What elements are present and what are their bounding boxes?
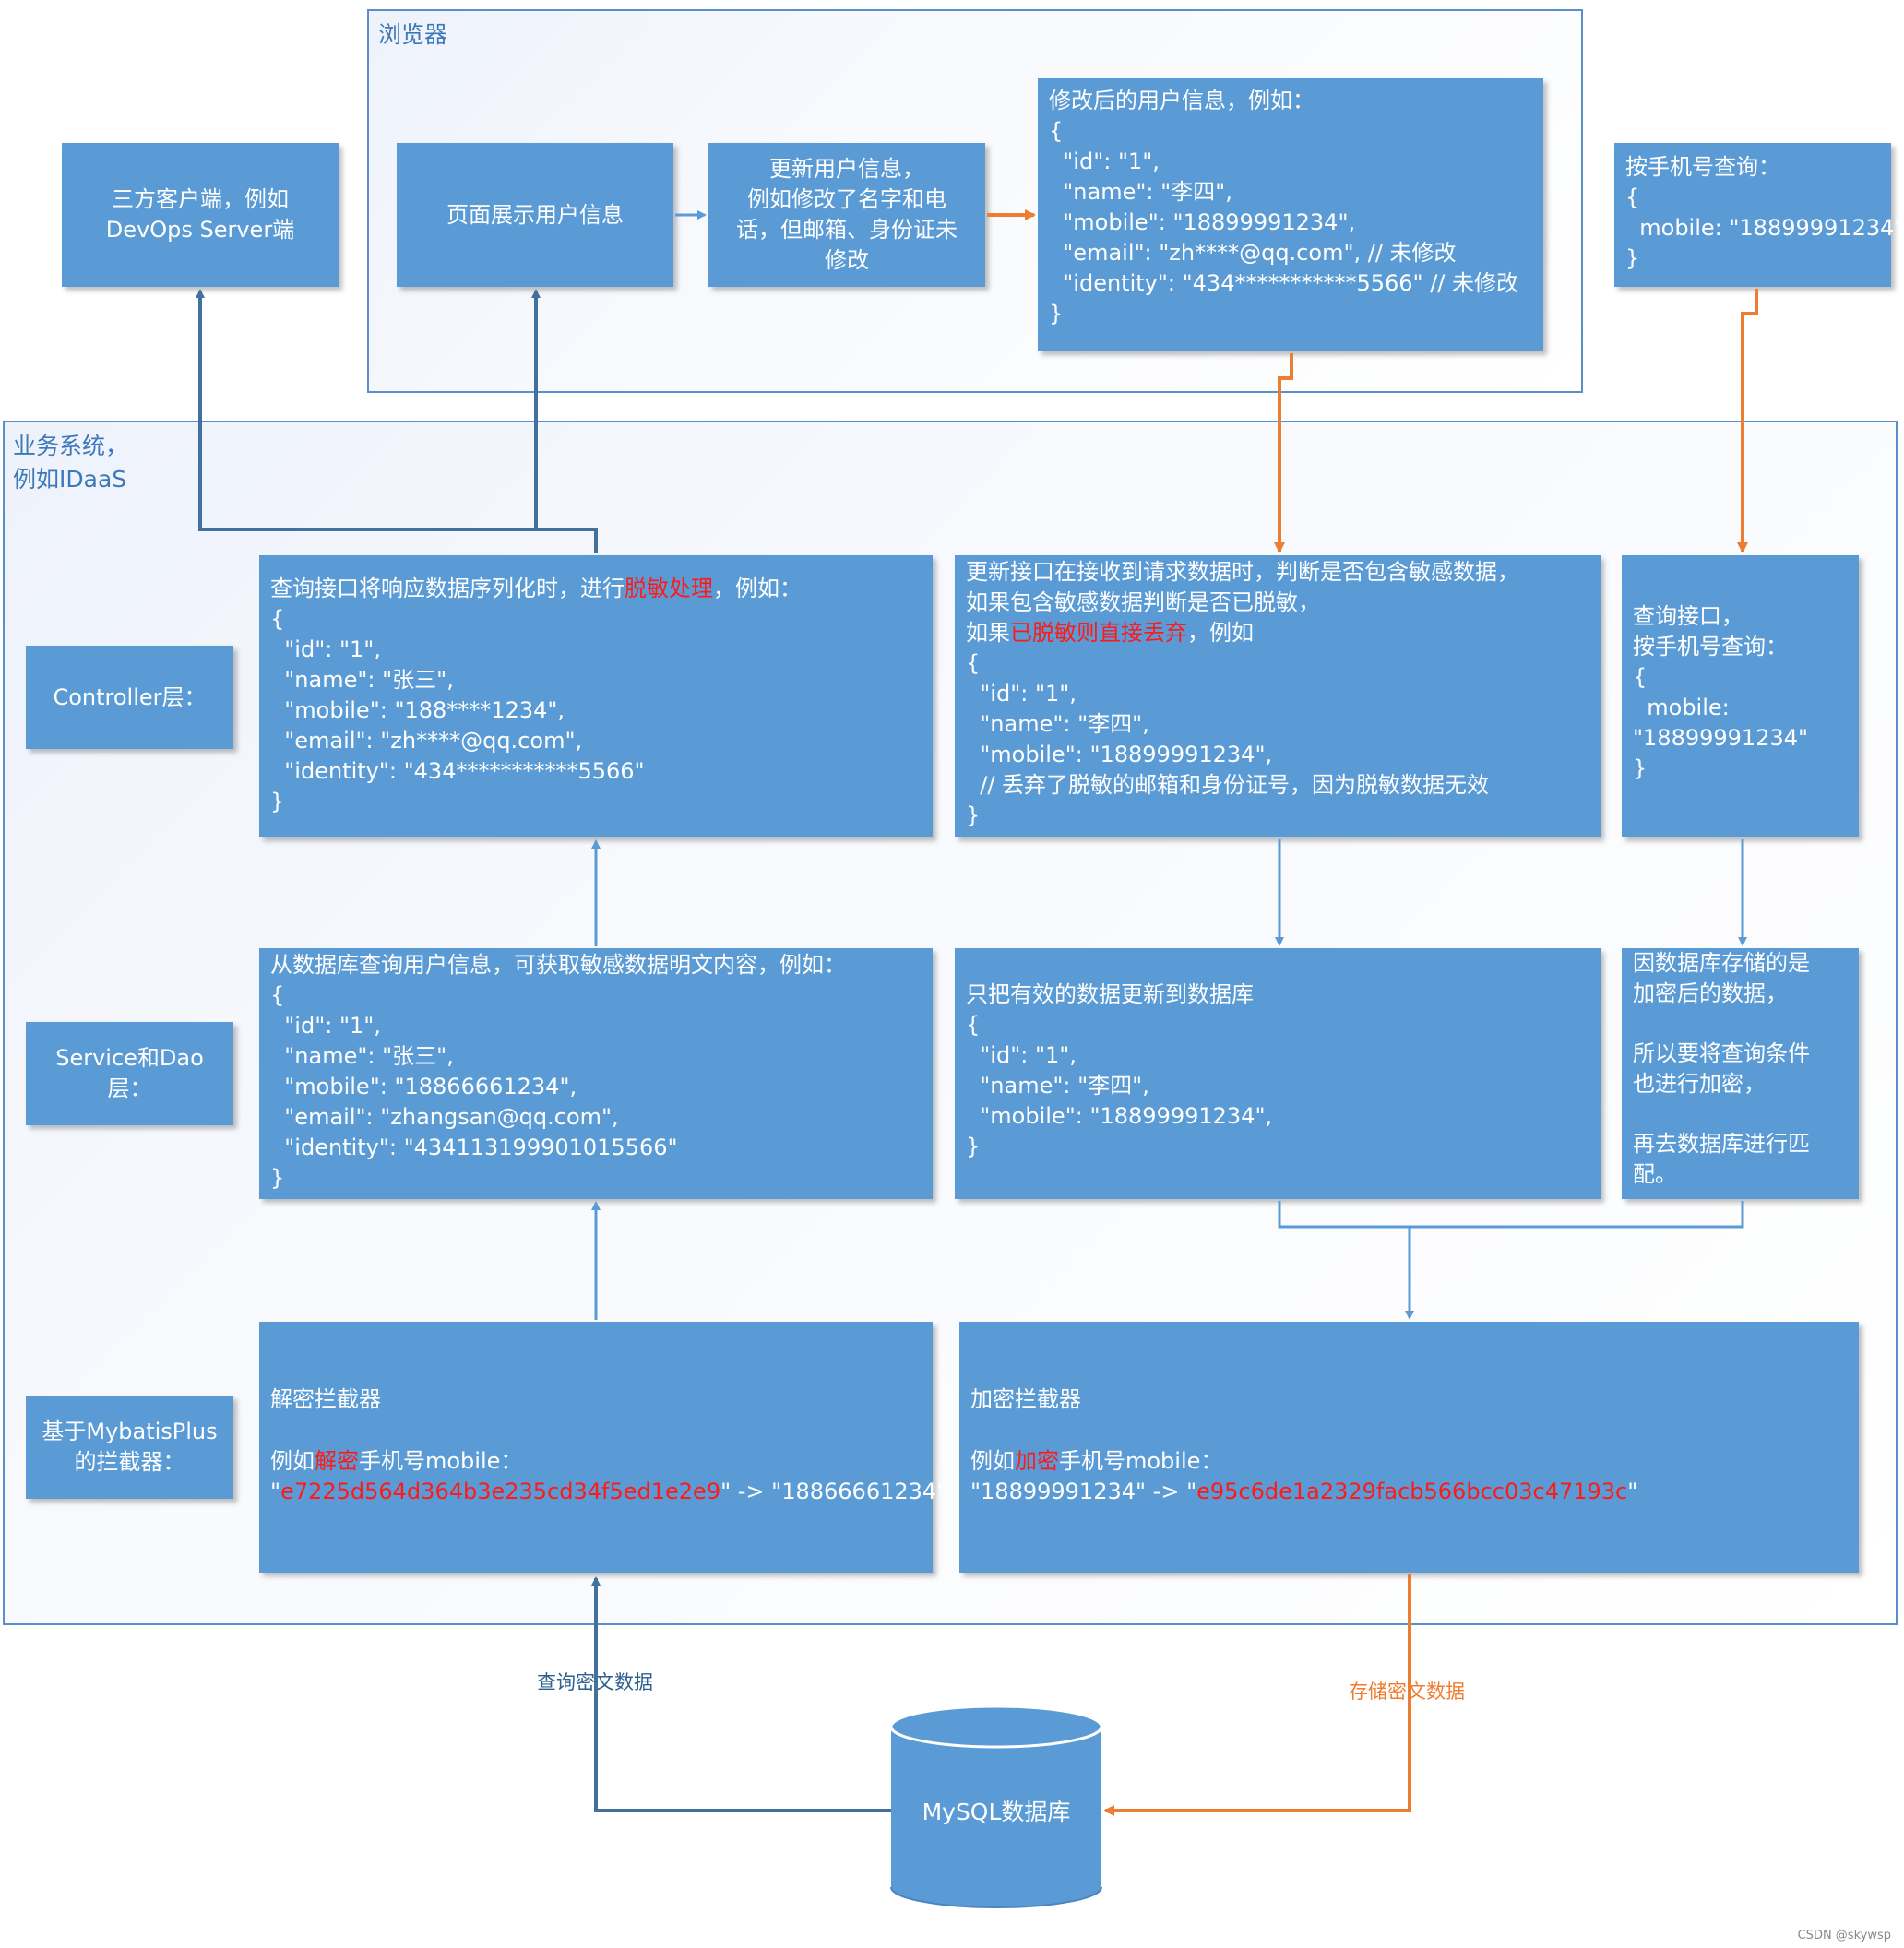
controller-update-box: 更新接口在接收到请求数据时，判断是否包含敏感数据， 如果包含敏感数据判断是否已脱…: [955, 555, 1601, 837]
service-query-line-4: "email": "zhangsan@qq.com",: [270, 1104, 619, 1130]
store-cipher-label: 存储密文数据: [1345, 1677, 1469, 1704]
service-query-line-2: "name": "张三",: [270, 1043, 454, 1069]
service-phone-box: 因数据库存储的是 加密后的数据， 所以要将查询条件 也进行加密， 再去数据库进行…: [1622, 948, 1859, 1199]
third-party-client-box: 三方客户端，例如 DevOps Server端: [62, 143, 339, 287]
decrypt-interceptor-box: 解密拦截器 例如解密手机号mobile： "e7225d564d364b3e23…: [259, 1322, 947, 1573]
service-query-line-6: }: [270, 1165, 285, 1191]
modified-line-2: "name": "李四",: [1049, 179, 1232, 205]
encrypt-value: "18899991234" -> "e95c6de1a2329facb566bc…: [970, 1479, 1638, 1504]
controller-query-line-1: "id": "1",: [270, 636, 381, 662]
controller-update-json-4: // 丢弃了脱敏的邮箱和身份证号，因为脱敏数据无效: [966, 772, 1490, 798]
modified-line-0: {: [1049, 118, 1064, 144]
service-update-line-1: "id": "1",: [966, 1042, 1077, 1068]
controller-update-line2: 如果包含敏感数据判断是否已脱敏，: [966, 589, 1320, 615]
service-query-box: 从数据库查询用户信息，可获取敏感数据明文内容，例如： { "id": "1", …: [259, 948, 933, 1199]
service-update-title: 只把有效的数据更新到数据库: [966, 981, 1254, 1007]
controller-update-json-2: "name": "李四",: [966, 711, 1149, 737]
page-display-box: 页面展示用户信息: [397, 143, 673, 287]
service-phone-p1: 因数据库存储的是 加密后的数据，: [1633, 950, 1810, 1006]
service-update-line-2: "name": "李四",: [966, 1073, 1149, 1099]
controller-query-line-3: "mobile": "188****1234",: [270, 697, 565, 723]
service-query-line-0: {: [270, 982, 285, 1008]
controller-update-line3: 如果已脱敏则直接丢弃，例如: [966, 620, 1254, 646]
modified-line-5: "identity": "434***********5566" // 未修改: [1049, 270, 1519, 296]
modified-line-3: "mobile": "18899991234",: [1049, 209, 1356, 235]
controller-update-line1: 更新接口在接收到请求数据时，判断是否包含敏感数据，: [966, 559, 1519, 585]
encrypt-interceptor-box: 加密拦截器 例如加密手机号mobile： "18899991234" -> "e…: [959, 1322, 1859, 1573]
service-phone-p3: 再去数据库进行匹 配。: [1633, 1131, 1810, 1187]
service-update-line-4: }: [966, 1134, 981, 1159]
phone-query-client-box: 按手机号查询： { mobile: "18899991234" }: [1614, 143, 1904, 287]
discard-highlight: 已脱敏则直接丢弃: [1010, 620, 1187, 646]
controller-update-json-1: "id": "1",: [966, 681, 1077, 707]
controller-query-box: 查询接口将响应数据序列化时，进行脱敏处理，例如： { "id": "1", "n…: [259, 555, 933, 837]
interceptor-layer-label: 基于MybatisPlus 的拦截器：: [26, 1396, 233, 1499]
controller-phone-line-0: {: [1633, 664, 1648, 690]
modified-line-4: "email": "zh****@qq.com", // 未修改: [1049, 240, 1457, 266]
service-update-line-0: {: [966, 1012, 981, 1038]
phone-query-client-line-0: {: [1625, 184, 1640, 210]
phone-query-client-line-2: }: [1625, 245, 1640, 271]
service-update-box: 只把有效的数据更新到数据库 { "id": "1", "name": "李四",…: [955, 948, 1601, 1199]
controller-phone-line-3: }: [1633, 755, 1648, 781]
modified-line-1: "id": "1",: [1049, 148, 1160, 174]
controller-update-json-5: }: [966, 802, 981, 828]
controller-phone-line-1: mobile:: [1633, 695, 1730, 720]
browser-region-label: 浏览器: [378, 21, 448, 48]
decrypt-highlight: 解密: [315, 1448, 359, 1474]
service-phone-p2: 所以要将查询条件 也进行加密，: [1633, 1040, 1810, 1097]
decrypt-example: 例如解密手机号mobile：: [270, 1448, 523, 1474]
business-system-region-label: 业务系统， 例如IDaaS: [13, 433, 129, 493]
controller-query-line-4: "email": "zh****@qq.com",: [270, 728, 583, 754]
controller-query-title: 查询接口将响应数据序列化时，进行脱敏处理，例如：: [270, 576, 802, 601]
controller-layer-label: Controller层：: [26, 646, 233, 749]
controller-query-line-5: "identity": "434***********5566": [270, 758, 645, 784]
decrypt-title: 解密拦截器: [270, 1386, 381, 1412]
decrypt-ciphertext: e7225d564d364b3e235cd34f5ed1e2e9: [280, 1479, 721, 1504]
query-cipher-label: 查询密文数据: [533, 1668, 657, 1695]
service-query-line-3: "mobile": "18866661234",: [270, 1074, 577, 1099]
modified-line-6: }: [1049, 301, 1064, 327]
controller-query-line-6: }: [270, 789, 285, 814]
controller-query-line-2: "name": "张三",: [270, 667, 454, 693]
controller-update-json-0: {: [966, 650, 981, 676]
modified-user-info-title: 修改后的用户信息，例如：: [1049, 88, 1315, 113]
encrypt-highlight: 加密: [1015, 1448, 1059, 1474]
phone-query-client-line-1: mobile: "18899991234": [1625, 215, 1904, 241]
modified-user-info-box: 修改后的用户信息，例如： { "id": "1", "name": "李四", …: [1038, 78, 1543, 351]
desensitize-highlight: 脱敏处理: [625, 576, 713, 601]
controller-query-line-0: {: [270, 606, 285, 632]
encrypt-title: 加密拦截器: [970, 1386, 1081, 1412]
controller-phone-query-box: 查询接口， 按手机号查询： { mobile: "18899991234" }: [1622, 555, 1859, 837]
controller-phone-title: 查询接口， 按手机号查询：: [1633, 603, 1788, 659]
update-user-info-box: 更新用户信息， 例如修改了名字和电 话，但邮箱、身份证未 修改: [708, 143, 985, 287]
decrypt-value: "e7225d564d364b3e235cd34f5ed1e2e9" -> "1…: [270, 1479, 947, 1504]
mysql-database-cylinder: [889, 1704, 1103, 1908]
service-query-line-1: "id": "1",: [270, 1013, 381, 1039]
encrypt-ciphertext: e95c6de1a2329facb566bcc03c47193c: [1196, 1479, 1628, 1504]
encrypt-example: 例如加密手机号mobile：: [970, 1448, 1223, 1474]
mysql-database-label: MySQL数据库: [922, 1799, 1071, 1825]
watermark: CSDN @skywsp: [1797, 1929, 1891, 1942]
service-dao-layer-label: Service和Dao层：: [26, 1022, 233, 1125]
service-update-line-3: "mobile": "18899991234",: [966, 1103, 1273, 1129]
service-query-title: 从数据库查询用户信息，可获取敏感数据明文内容，例如：: [270, 952, 846, 978]
phone-query-client-title: 按手机号查询：: [1625, 154, 1780, 180]
controller-update-json-3: "mobile": "18899991234",: [966, 742, 1273, 767]
controller-phone-line-2: "18899991234": [1633, 725, 1809, 751]
service-query-line-5: "identity": "434113199901015566": [270, 1134, 678, 1160]
